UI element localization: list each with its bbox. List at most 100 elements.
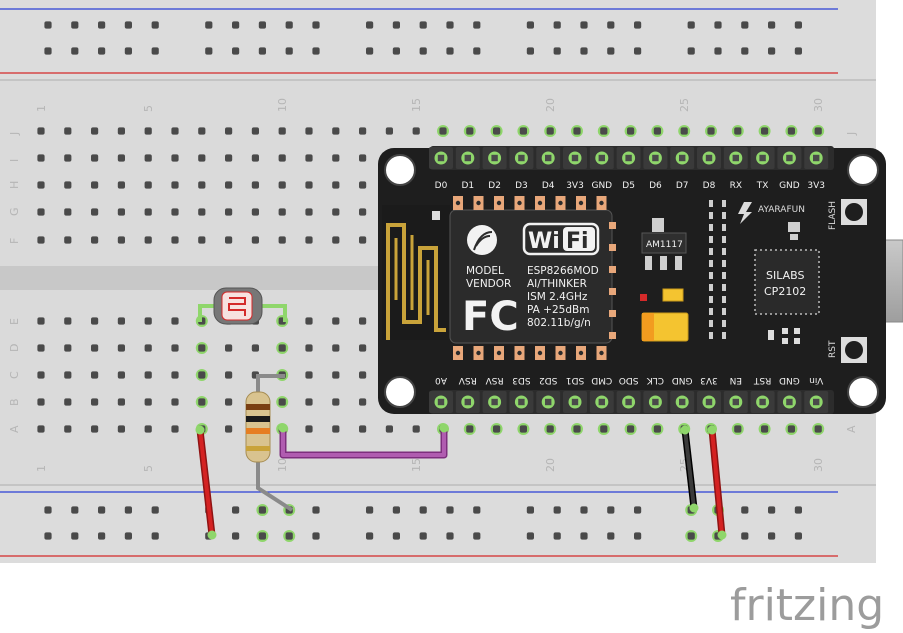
breadboard-hole bbox=[332, 317, 340, 325]
rail-hole bbox=[419, 21, 427, 29]
breadboard-hole bbox=[225, 398, 233, 406]
rail-hole bbox=[526, 21, 534, 29]
breadboard-hole bbox=[332, 344, 340, 352]
breadboard-hole bbox=[627, 127, 635, 135]
pin-label-bottom: 3V3 bbox=[700, 375, 718, 385]
wifi-logo-wi: Wi bbox=[528, 229, 560, 254]
rail-hole bbox=[768, 21, 776, 29]
wires bbox=[195, 423, 727, 540]
row-letter: A bbox=[8, 425, 21, 433]
rail-hole bbox=[687, 532, 695, 540]
column-number-bottom: 5 bbox=[142, 465, 155, 472]
rail-hole bbox=[473, 506, 481, 514]
breadboard-hole bbox=[251, 181, 259, 189]
flash-button-knob[interactable] bbox=[845, 203, 863, 221]
breadboard-hole bbox=[144, 236, 152, 244]
rail-hole bbox=[312, 21, 320, 29]
rail-hole bbox=[687, 21, 695, 29]
breadboard-hole bbox=[91, 208, 99, 216]
rail-hole bbox=[285, 532, 293, 540]
rail-hole bbox=[71, 21, 79, 29]
pin-label-bottom: RSV bbox=[485, 375, 504, 385]
module-model-label: MODEL bbox=[466, 265, 504, 277]
rail-hole bbox=[768, 506, 776, 514]
rst-button-knob[interactable] bbox=[845, 341, 863, 359]
breadboard-hole bbox=[305, 425, 313, 433]
rail-hole bbox=[794, 532, 802, 540]
rail-hole bbox=[419, 506, 427, 514]
rail-hole bbox=[446, 532, 454, 540]
breadboard-hole bbox=[573, 425, 581, 433]
breadboard-hole bbox=[225, 344, 233, 352]
module-spec-line: PA +25dBm bbox=[527, 304, 589, 316]
rail-hole bbox=[446, 21, 454, 29]
breadboard-hole bbox=[573, 127, 581, 135]
breadboard-hole bbox=[734, 127, 742, 135]
brand-label: AYARAFUN bbox=[758, 205, 805, 215]
breadboard-hole bbox=[680, 127, 688, 135]
breadboard-hole bbox=[519, 127, 527, 135]
breadboard-hole bbox=[359, 371, 367, 379]
breadboard-hole bbox=[493, 425, 501, 433]
breadboard-hole bbox=[144, 127, 152, 135]
row-letter: E bbox=[8, 318, 21, 325]
module-spec-line: ISM 2.4GHz bbox=[527, 291, 588, 303]
breadboard-hole bbox=[117, 317, 125, 325]
breadboard-hole bbox=[198, 398, 206, 406]
breadboard-hole bbox=[225, 181, 233, 189]
rail-hole bbox=[312, 47, 320, 55]
rail-hole bbox=[285, 47, 293, 55]
wire-end bbox=[207, 530, 217, 540]
breadboard-hole bbox=[225, 154, 233, 162]
top-power-rail bbox=[0, 0, 876, 80]
column-number-top: 5 bbox=[142, 105, 155, 112]
breadboard-hole bbox=[117, 208, 125, 216]
breadboard-hole bbox=[171, 236, 179, 244]
breadboard-hole bbox=[64, 208, 72, 216]
breadboard-hole bbox=[493, 127, 501, 135]
column-number-top: 25 bbox=[678, 98, 691, 112]
breadboard-hole bbox=[332, 181, 340, 189]
rail-hole bbox=[258, 506, 266, 514]
rail-hole bbox=[44, 506, 52, 514]
breadboard-hole bbox=[144, 344, 152, 352]
breadboard-hole bbox=[359, 154, 367, 162]
rst-label: RST bbox=[828, 340, 838, 358]
rail-hole bbox=[124, 506, 132, 514]
rail-hole bbox=[741, 532, 749, 540]
rail-hole bbox=[44, 21, 52, 29]
pin-label-top: D6 bbox=[649, 181, 662, 191]
breadboard-hole bbox=[412, 425, 420, 433]
rail-hole bbox=[553, 506, 561, 514]
breadboard-hole bbox=[600, 127, 608, 135]
breadboard-hole bbox=[64, 398, 72, 406]
rail-hole bbox=[258, 47, 266, 55]
wifi-logo-fi: Fi bbox=[566, 229, 589, 254]
usb-serial-chip: SILABS CP2102 bbox=[754, 249, 820, 315]
rail-hole bbox=[473, 532, 481, 540]
rail-hole bbox=[258, 21, 266, 29]
rail-hole bbox=[687, 47, 695, 55]
breadboard-hole bbox=[37, 127, 45, 135]
breadboard-hole bbox=[385, 127, 393, 135]
pin-label-top: 3V3 bbox=[807, 181, 825, 191]
breadboard-hole bbox=[278, 236, 286, 244]
wire-end bbox=[195, 425, 205, 435]
breadboard-hole bbox=[64, 236, 72, 244]
column-number-bottom: 30 bbox=[812, 458, 825, 472]
pin-label-top: D4 bbox=[542, 181, 555, 191]
pin-label-bottom: GND bbox=[672, 375, 693, 385]
rail-hole bbox=[98, 47, 106, 55]
photoresistor bbox=[198, 287, 287, 325]
resistor bbox=[245, 391, 271, 463]
rail-hole bbox=[151, 21, 159, 29]
breadboard-hole bbox=[707, 127, 715, 135]
rail-hole bbox=[392, 532, 400, 540]
bottom-power-rail bbox=[0, 485, 876, 563]
capacitors bbox=[640, 288, 689, 342]
rail-hole bbox=[366, 21, 374, 29]
breadboard-hole bbox=[627, 425, 635, 433]
breadboard-hole bbox=[37, 398, 45, 406]
rail-hole bbox=[768, 532, 776, 540]
pin-label-bottom: SD2 bbox=[539, 375, 557, 385]
